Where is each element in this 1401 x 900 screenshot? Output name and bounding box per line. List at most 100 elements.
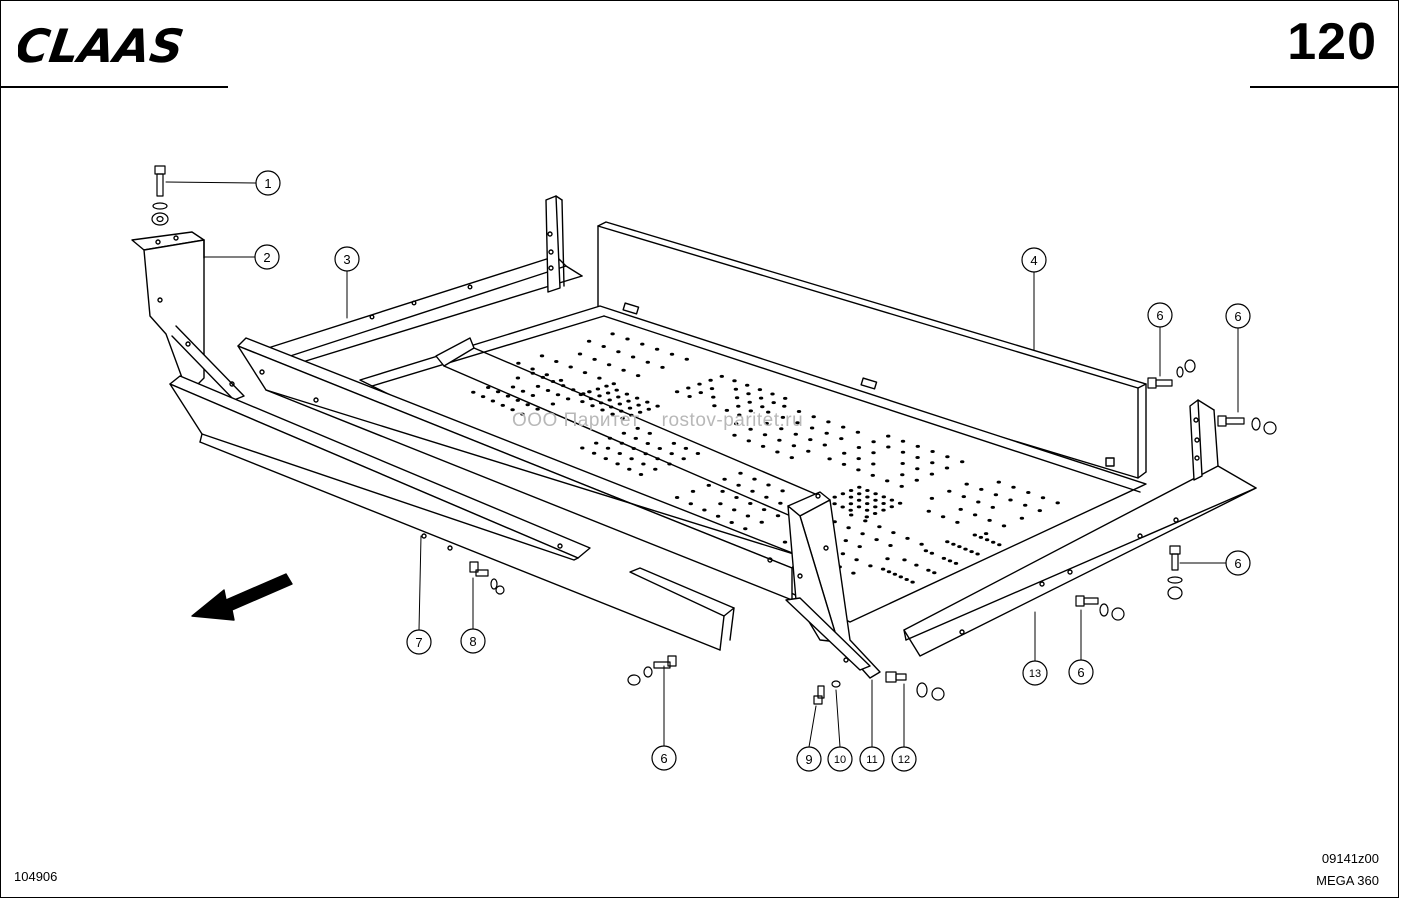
perforation-hole <box>1008 499 1012 502</box>
perforation-hole <box>941 515 945 518</box>
perforation-hole <box>646 361 650 364</box>
perforation-hole <box>914 564 918 567</box>
perforation-hole <box>902 558 906 561</box>
perforation-hole <box>636 404 640 407</box>
callout-3: 3 <box>343 252 350 267</box>
perforation-hole <box>973 534 977 537</box>
perforation-hole <box>629 457 633 460</box>
perforation-hole <box>616 350 620 353</box>
perforation-hole <box>526 403 530 406</box>
perforation-hole <box>770 393 774 396</box>
perforation-hole <box>759 397 763 400</box>
perforation-hole <box>854 558 858 561</box>
perforation-hole <box>857 492 861 495</box>
bolt-icon <box>470 562 504 594</box>
perforation-hole <box>994 493 998 496</box>
perforation-hole <box>772 401 776 404</box>
callout-4: 4 <box>1030 253 1037 268</box>
perforation-hole <box>893 573 897 576</box>
perforation-hole <box>501 404 505 407</box>
perforation-hole <box>761 445 765 448</box>
perforation-hole <box>901 440 905 443</box>
perforation-hole <box>655 405 659 408</box>
perforation-hole <box>882 495 886 498</box>
perforation-hole <box>699 391 703 394</box>
perforation-hole <box>554 360 558 363</box>
perforation-hole <box>640 343 644 346</box>
perforation-hole <box>858 545 862 548</box>
perforation-hole <box>841 426 845 429</box>
perforation-hole <box>521 390 525 393</box>
perforation-hole <box>924 549 928 552</box>
perforation-hole <box>881 509 885 512</box>
perforation-hole <box>516 362 520 365</box>
callout-6e: 6 <box>660 751 667 766</box>
watermark: ООО Паритетrostov-paritet.ru <box>512 410 803 432</box>
perforation-hole <box>660 366 664 369</box>
bolt-icon <box>1168 546 1182 599</box>
perforation-hole <box>1026 491 1030 494</box>
perforation-hole <box>618 452 622 455</box>
perforation-hole <box>873 499 877 502</box>
perforation-hole <box>766 484 770 487</box>
perforation-hole <box>790 456 794 459</box>
perforation-hole <box>997 543 1001 546</box>
perforation-hole <box>712 404 716 407</box>
callout-13: 13 <box>1029 668 1041 680</box>
perforation-hole <box>546 389 550 392</box>
perforation-hole <box>991 506 995 509</box>
perforation-hole <box>871 440 875 443</box>
perforation-hole <box>762 508 766 511</box>
callout-7: 7 <box>415 635 422 650</box>
bolt-icon <box>886 672 944 700</box>
perforation-hole <box>954 562 958 565</box>
perforation-hole <box>763 433 767 436</box>
perforation-hole <box>885 479 889 482</box>
perforation-hole <box>901 462 905 465</box>
perforation-hole <box>634 437 638 440</box>
perforation-hole <box>481 395 485 398</box>
perforation-hole <box>969 550 973 553</box>
perforation-hole <box>732 508 736 511</box>
perforation-hole <box>675 496 679 499</box>
perforation-hole <box>594 442 598 445</box>
perforation-hole <box>930 552 934 555</box>
perforation-hole <box>926 569 930 572</box>
perforation-hole <box>1041 496 1045 499</box>
callout-2: 2 <box>263 250 270 265</box>
perforation-hole <box>984 532 988 535</box>
callout-6d: 6 <box>1077 665 1084 680</box>
perforation-hole <box>900 485 904 488</box>
perforation-hole <box>856 468 860 471</box>
perforation-hole <box>844 539 848 542</box>
perforation-hole <box>780 489 784 492</box>
perforation-hole <box>646 442 650 445</box>
perforation-hole <box>888 544 892 547</box>
perforation-hole <box>874 538 878 541</box>
perforation-hole <box>839 437 843 440</box>
perforation-hole <box>851 572 855 575</box>
perforation-hole <box>910 581 914 584</box>
perforation-hole <box>734 388 738 391</box>
perforation-hole <box>625 393 629 396</box>
perforation-hole <box>915 467 919 470</box>
perforation-hole <box>919 543 923 546</box>
perforation-hole <box>516 377 520 380</box>
machine-model: MEGA 360 <box>1316 873 1379 888</box>
perforation-hole <box>932 571 936 574</box>
perforation-hole <box>856 431 860 434</box>
callout-6a: 6 <box>1156 308 1163 323</box>
perforation-hole <box>827 457 831 460</box>
perforation-hole <box>985 538 989 541</box>
perforation-hole <box>849 509 853 512</box>
perforation-hole <box>596 388 600 391</box>
perforation-hole <box>915 456 919 459</box>
perforation-hole <box>997 481 1001 484</box>
perforation-hole <box>808 438 812 441</box>
perforation-hole <box>738 472 742 475</box>
bolt-icon <box>1076 596 1124 620</box>
watermark-site: rostov-paritet.ru <box>662 410 804 431</box>
perforation-hole <box>873 505 877 508</box>
perforation-hole <box>670 353 674 356</box>
perforation-hole <box>622 432 626 435</box>
